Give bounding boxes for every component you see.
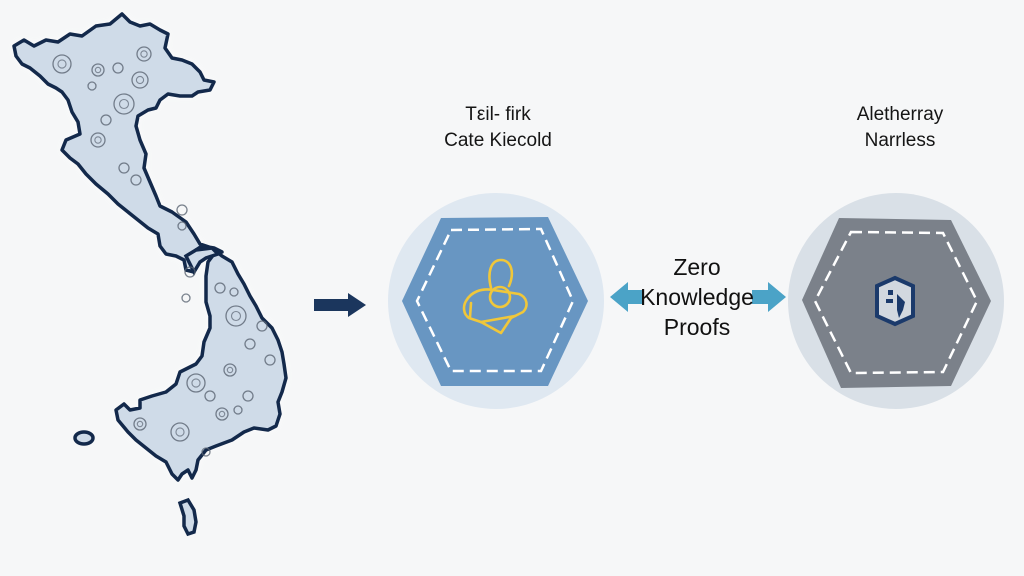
map-emblem-icon <box>136 46 152 62</box>
map-emblem-icon <box>233 405 243 415</box>
vietnam-map <box>12 12 288 537</box>
right-node-label: Aletherray Narrless <box>800 102 1000 154</box>
map-emblem-icon <box>140 50 148 58</box>
map-emblem-icon <box>204 390 216 402</box>
map-emblem-icon <box>118 98 130 110</box>
map-emblem-icon <box>184 266 196 278</box>
left-node-label-line2: Cate Kiecold <box>444 130 552 151</box>
map-emblem-icon <box>181 293 191 303</box>
left-node <box>388 193 604 409</box>
left-node-label: Tεil- firk Cate Kiecold <box>398 102 598 154</box>
map-emblem-icon <box>229 287 239 297</box>
map-emblem-icon <box>177 221 187 231</box>
left-node-label-line1: Tεil- firk <box>465 104 531 125</box>
island <box>73 430 95 446</box>
map-emblem-icon <box>264 354 276 366</box>
map-emblem-icon <box>175 427 185 437</box>
right-node-hexagon-dashed-border <box>813 230 979 375</box>
map-emblem-icon <box>113 93 135 115</box>
map-emblem-icon <box>186 373 206 393</box>
map-emblem-icon <box>131 71 149 89</box>
flow-arrow-icon <box>314 293 366 317</box>
zkp-line3: Proofs <box>663 314 731 340</box>
map-emblem-icon <box>214 282 226 294</box>
map-emblem-icon <box>201 447 211 457</box>
map-emblem-icon <box>94 66 102 74</box>
map-emblem-icon <box>230 310 242 322</box>
map-emblem-icon <box>218 410 226 418</box>
zkp-line2: Knowledge <box>640 284 754 310</box>
left-node-hexagon <box>402 217 588 386</box>
map-emblem-icon <box>226 366 234 374</box>
map-emblems <box>52 46 276 457</box>
map-emblem-icon <box>52 54 72 74</box>
arrow-left-icon <box>610 282 644 312</box>
map-emblem-icon <box>57 59 67 69</box>
island <box>177 497 198 537</box>
map-emblem-icon <box>191 378 201 388</box>
shield-badge-icon <box>875 275 915 327</box>
map-emblem-icon <box>242 390 254 402</box>
lock-magnifier-icon <box>462 258 528 335</box>
map-emblem-icon <box>87 81 97 91</box>
map-emblem-icon <box>225 305 247 327</box>
zkp-line1: Zero <box>673 254 721 280</box>
left-node-hexagon-dashed-border <box>415 227 575 373</box>
zero-knowledge-proofs-label: Zero Knowledge Proofs <box>622 252 772 342</box>
map-emblem-icon <box>256 320 268 332</box>
map-outline <box>12 12 288 482</box>
map-emblem-icon <box>130 174 142 186</box>
double-arrow-icon <box>610 282 786 312</box>
map-emblem-icon <box>94 136 102 144</box>
map-emblem-icon <box>133 417 147 431</box>
map-emblem-icon <box>112 62 124 74</box>
arrow-right-icon <box>752 282 786 312</box>
map-emblem-icon <box>136 420 144 428</box>
map-emblem-icon <box>176 204 188 216</box>
map-shape <box>12 12 288 482</box>
map-emblem-icon <box>135 75 145 85</box>
map-emblem-icon <box>100 114 112 126</box>
map-emblem-icon <box>244 338 256 350</box>
map-emblem-icon <box>223 363 237 377</box>
map-emblem-icon <box>170 422 190 442</box>
right-node <box>788 193 1004 409</box>
map-islands <box>73 246 222 537</box>
right-node-label-line2: Narrless <box>864 130 936 151</box>
right-node-label-line1: Aletherray <box>856 104 944 125</box>
map-emblem-icon <box>215 407 229 421</box>
map-emblem-icon <box>91 63 105 77</box>
map-emblem-icon <box>118 162 130 174</box>
map-emblem-icon <box>90 132 106 148</box>
